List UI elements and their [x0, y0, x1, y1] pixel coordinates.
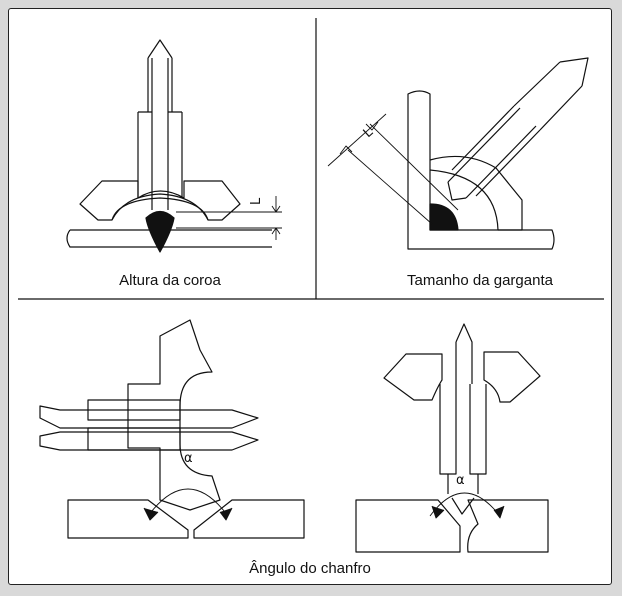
slider-throat	[447, 105, 541, 199]
slider-crown	[137, 112, 183, 210]
gauge-wing-right-a	[383, 353, 443, 401]
angle-alpha-left: α	[184, 451, 193, 466]
slider-right	[439, 384, 487, 475]
slider-left-top	[39, 405, 259, 429]
slider-left-bottom	[39, 431, 259, 451]
plate-left-b	[193, 499, 305, 539]
crown-L-label: L	[249, 197, 264, 205]
crown-height-diagram	[66, 39, 282, 253]
caption-throat: Tamanho da garganta	[407, 272, 553, 289]
base-plate-throat	[407, 90, 555, 250]
gauge-body-left	[127, 319, 221, 511]
bevel-angle-diagram-right	[355, 323, 549, 553]
angle-alpha-right: α	[456, 473, 465, 488]
weld-fillet-throat	[429, 203, 459, 231]
caption-bevel: Ângulo do chanfro	[249, 560, 371, 577]
gauge-wing-right-b	[483, 351, 541, 403]
plate-left-a	[67, 499, 189, 539]
plate-right-a	[355, 499, 461, 553]
weld-bead-crown	[145, 210, 175, 253]
gauge-body-throat	[429, 155, 523, 231]
plate-right-b	[467, 499, 549, 553]
caption-crown: Altura da coroa	[119, 272, 221, 289]
bevel-angle-diagram-left	[39, 319, 305, 539]
throat-size-diagram	[327, 57, 589, 250]
figure-frame	[8, 8, 612, 585]
